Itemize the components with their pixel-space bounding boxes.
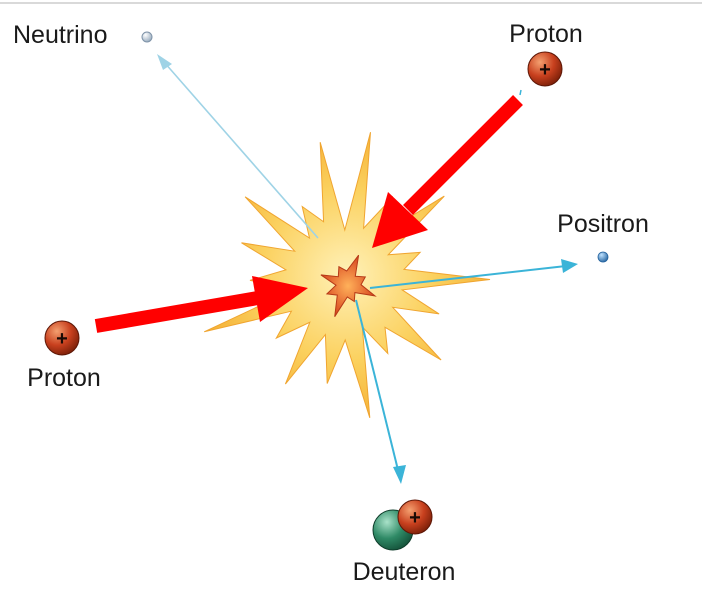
positron-label: Positron (557, 210, 649, 238)
deuteron-label: Deuteron (353, 558, 456, 585)
neutrino-label: Neutrino (13, 21, 108, 49)
proton-left-charge: + (56, 328, 68, 350)
incoming-arrow-top (372, 89, 523, 248)
neutrino-particle (141, 31, 153, 43)
deuteron-proton (397, 499, 433, 535)
collision-burst (203, 132, 491, 418)
incoming-arrow-left (94, 276, 308, 333)
positron-particle (597, 251, 609, 263)
deuteron-arrow (355, 299, 406, 484)
burst-core-shape (320, 254, 377, 317)
proton-top-charge: + (539, 59, 551, 81)
deuteron-particle: + (372, 499, 433, 551)
proton-left-label: Proton (27, 364, 101, 392)
proton-left-particle: + (44, 320, 80, 356)
proton-top-label: Proton (509, 20, 583, 48)
positron-arrow (369, 259, 578, 289)
deuteron-proton-charge: + (409, 507, 421, 529)
neutrino-arrow (157, 54, 319, 239)
proton-top-particle: + (527, 51, 563, 87)
